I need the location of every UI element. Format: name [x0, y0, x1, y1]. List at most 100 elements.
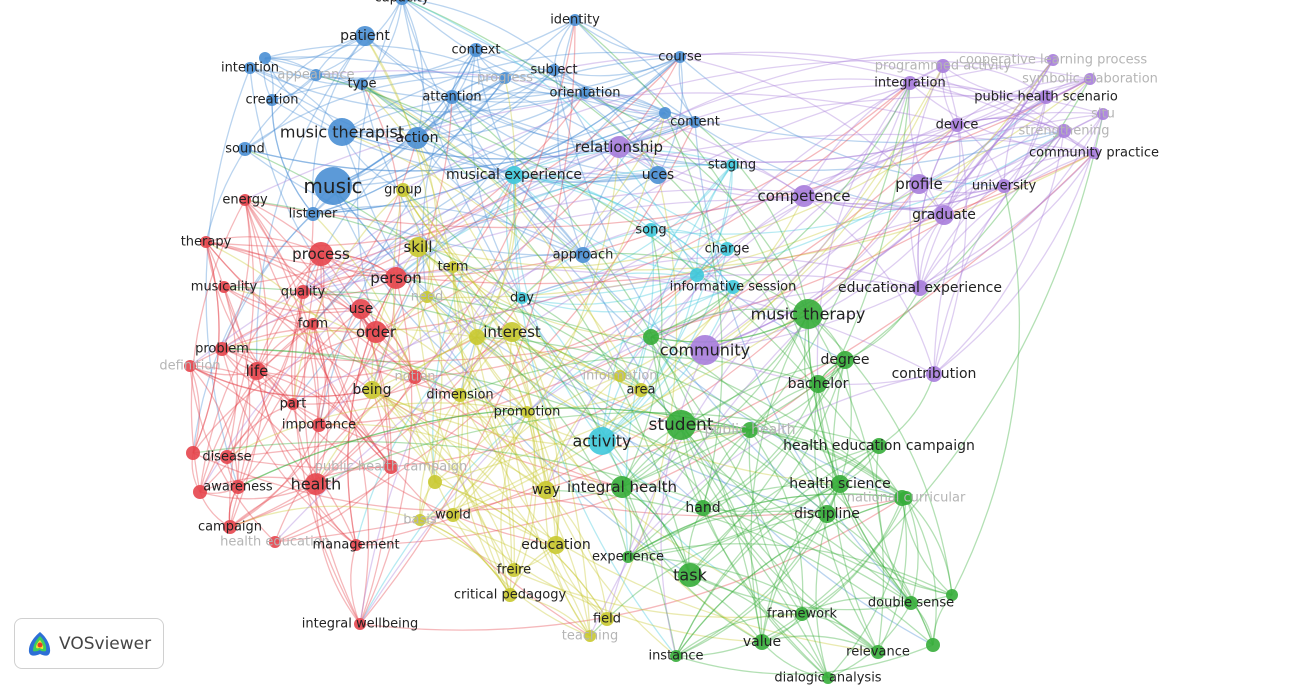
node-information[interactable] [614, 370, 626, 382]
node-label[interactable]: charge [705, 242, 750, 257]
node-teaching[interactable] [584, 630, 596, 642]
node-double-sense[interactable] [904, 596, 918, 610]
node-label[interactable]: patient [340, 28, 390, 44]
node-label[interactable]: instance [648, 649, 703, 664]
node-disease[interactable] [220, 450, 234, 464]
node-label[interactable]: discipline [794, 506, 860, 522]
node-label[interactable]: progress [477, 71, 533, 86]
node-label[interactable]: attention [422, 90, 481, 105]
node-day[interactable] [516, 292, 528, 304]
node-label[interactable]: day [510, 291, 534, 306]
node-label[interactable]: notion [394, 370, 435, 385]
node-label[interactable]: approach [553, 248, 614, 263]
node-unlabeled[interactable] [659, 107, 671, 119]
node-term[interactable] [447, 261, 459, 273]
node-label[interactable]: health science [789, 476, 890, 492]
node-situ[interactable] [1097, 108, 1109, 120]
node-label[interactable]: public health [705, 422, 796, 438]
node-label[interactable]: staging [708, 158, 756, 173]
node-capacity[interactable] [395, 0, 409, 5]
node-label[interactable]: need [411, 290, 444, 305]
node-label[interactable]: dimension [426, 388, 493, 403]
node-label[interactable]: competence [758, 187, 851, 205]
node-critical-pedagogy[interactable] [503, 588, 517, 602]
node-value[interactable] [754, 634, 770, 650]
node-strengthening[interactable] [1057, 124, 1071, 138]
node-label[interactable]: campaign [198, 520, 262, 535]
node-label[interactable]: integral wellbeing [302, 617, 418, 632]
node-contribution[interactable] [926, 366, 942, 382]
node-label[interactable]: programmed activity [875, 59, 1012, 74]
node-notion[interactable] [408, 370, 422, 384]
node-label[interactable]: contribution [892, 366, 977, 382]
node-programmed-activity[interactable] [936, 59, 950, 73]
node-label[interactable]: promotion [494, 405, 561, 420]
node-label[interactable]: orientation [549, 86, 620, 101]
node-basis[interactable] [414, 514, 426, 526]
node-label[interactable]: public health campaign [315, 460, 468, 475]
node-label[interactable]: term [438, 260, 469, 275]
node-song[interactable] [644, 223, 658, 237]
node-label[interactable]: way [532, 482, 560, 498]
node-skill[interactable] [408, 237, 428, 257]
node-use[interactable] [351, 299, 371, 319]
node-experience[interactable] [622, 551, 634, 563]
node-public-health[interactable] [742, 422, 758, 438]
node-awareness[interactable] [231, 480, 245, 494]
node-unlabeled[interactable] [186, 446, 200, 460]
node-label[interactable]: capacity [375, 0, 430, 6]
node-label[interactable]: use [349, 301, 374, 317]
node-label[interactable]: student [649, 415, 714, 435]
node-health-education-campaign[interactable] [871, 438, 887, 454]
node-label[interactable]: creation [245, 93, 298, 108]
node-label[interactable]: strengthening [1018, 124, 1109, 139]
node-identity[interactable] [569, 14, 581, 26]
node-label[interactable]: interest [483, 323, 541, 341]
node-label[interactable]: skill [403, 238, 432, 256]
node-label[interactable]: identity [550, 13, 600, 28]
node-label[interactable]: order [356, 323, 397, 341]
node-label[interactable]: action [395, 130, 438, 146]
node-label[interactable]: double sense [868, 596, 954, 611]
node-label[interactable]: person [370, 269, 421, 287]
node-label[interactable]: freire [497, 563, 531, 578]
node-symbolic-elaboration[interactable] [1084, 73, 1096, 85]
node-integral-health[interactable] [611, 476, 633, 498]
node-label[interactable]: energy [222, 193, 268, 208]
node-subject[interactable] [548, 64, 560, 76]
node-dialogic-analysis[interactable] [822, 672, 834, 684]
node-quality[interactable] [296, 285, 310, 299]
node-area[interactable] [634, 383, 648, 397]
node-definition[interactable] [184, 360, 196, 372]
node-interest[interactable] [502, 322, 522, 342]
node-label[interactable]: process [292, 245, 350, 263]
node-label[interactable]: teaching [562, 629, 619, 644]
node-label[interactable]: integral health [567, 478, 677, 496]
node-intention[interactable] [244, 62, 256, 74]
node-activity[interactable] [588, 427, 616, 455]
node-action[interactable] [406, 127, 428, 149]
node-label[interactable]: problem [195, 342, 249, 357]
node-label[interactable]: basis [403, 513, 437, 528]
node-label[interactable]: field [593, 612, 621, 627]
node-label[interactable]: degree [820, 352, 869, 368]
node-label[interactable]: intention [221, 61, 279, 76]
node-being[interactable] [363, 381, 381, 399]
node-label[interactable]: course [658, 50, 701, 65]
node-label[interactable]: university [972, 179, 1037, 194]
node-label[interactable]: music therapy [751, 305, 866, 324]
node-label[interactable]: uces [642, 167, 674, 183]
node-label[interactable]: sound [225, 142, 264, 157]
node-label[interactable]: subject [530, 63, 577, 78]
node-order[interactable] [365, 321, 387, 343]
node-label[interactable]: musical experience [446, 167, 582, 183]
node-label[interactable]: music therapist [280, 123, 404, 142]
node-creation[interactable] [266, 94, 278, 106]
node-label[interactable]: health education [220, 535, 330, 550]
node-label[interactable]: symbolic elaboration [1022, 72, 1158, 87]
node-type[interactable] [356, 78, 368, 90]
node-educational-experience[interactable] [912, 280, 928, 296]
node-label[interactable]: therapy [181, 235, 232, 250]
node-life[interactable] [248, 362, 266, 380]
